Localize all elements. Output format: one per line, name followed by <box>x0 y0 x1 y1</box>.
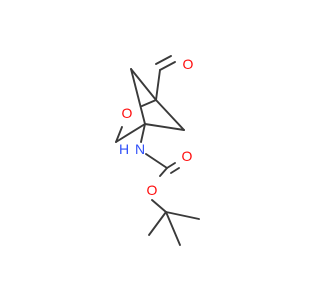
nitrogen-hydrogen-label: H <box>119 141 129 157</box>
bond-nitrogen-to-carbonyl-carbon <box>145 153 168 169</box>
ester-oxygen-label: O <box>147 182 158 198</box>
bond-ch2-to-bridgehead-bottom <box>115 123 146 143</box>
bond-bridgehead-bottom-to-nitrogen <box>140 123 146 143</box>
bond-aldehyde-carbon-to-oxygen-b <box>155 55 172 65</box>
bond-carbonyl-carbon-to-oxygen-a <box>166 162 176 169</box>
bond-quaternary-carbon-to-methyl-bottom <box>165 211 181 246</box>
bond-aldehyde-carbon-to-oxygen-a <box>159 61 176 71</box>
bond-bridgehead-bottom-to-ch2-right <box>144 123 185 131</box>
bond-quaternary-carbon-to-methyl-right <box>165 211 200 220</box>
bond-ch2-right-to-bridgehead-top <box>155 99 185 131</box>
bond-quaternary-carbon-to-methyl-left <box>148 211 167 236</box>
ring-oxygen-label: O <box>122 105 133 121</box>
bond-carbonyl-carbon-to-oxygen-b <box>170 167 180 174</box>
carbonyl-oxygen-label: O <box>182 148 193 164</box>
molecule-structure-diagram: O O N H O O <box>115 55 200 246</box>
bond-ester-oxygen-to-quaternary-carbon <box>151 199 167 213</box>
nitrogen-label: N <box>135 141 145 157</box>
bond-bridgehead-bottom-to-ch2-top <box>130 68 146 125</box>
bond-layer <box>115 55 200 246</box>
bond-ring-oxygen-to-ch2 <box>115 126 123 143</box>
bond-carbonyl-carbon-to-ester-oxygen <box>159 167 168 177</box>
bond-ch2-top-to-bridgehead-top <box>130 68 157 101</box>
atom-label-layer: O O N H O O <box>119 56 194 198</box>
bond-bridgehead-top-to-aldehyde-carbon <box>155 69 161 101</box>
aldehyde-oxygen-label: O <box>183 56 194 72</box>
bond-bridgehead-top-to-ring-oxygen <box>141 99 157 107</box>
